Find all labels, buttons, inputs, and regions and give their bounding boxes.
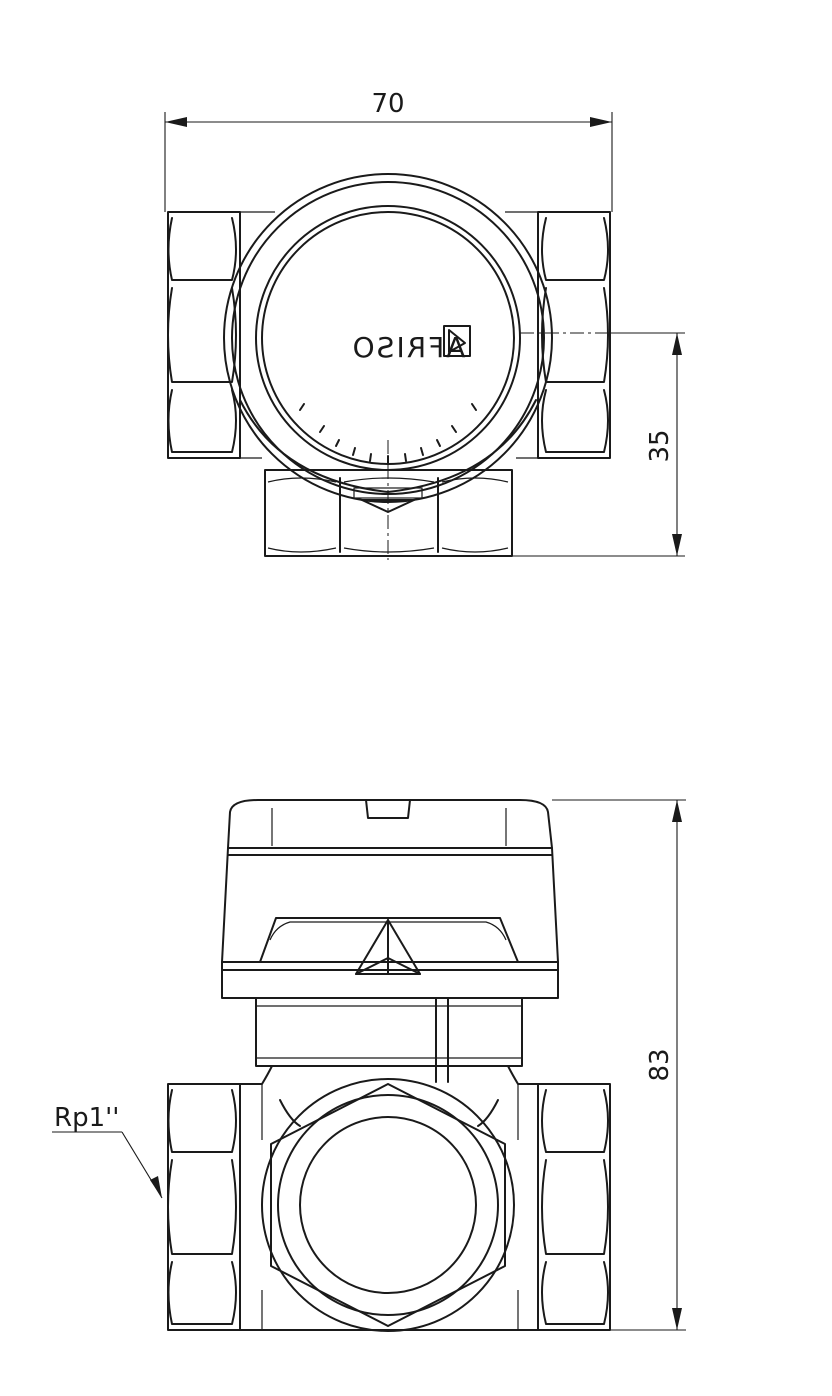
dimension-label-depth: 35	[645, 429, 675, 462]
dimension-height-83: 83	[552, 799, 686, 1331]
valve-body	[239, 1065, 539, 1331]
dimension-depth-35: 35	[512, 332, 685, 557]
right-port-front	[537, 1083, 611, 1331]
top-view: 70	[164, 89, 685, 560]
front-port-hex	[261, 1078, 515, 1332]
front-view: Rp1'' 83	[52, 799, 686, 1332]
thread-label: Rp1''	[54, 1103, 119, 1133]
left-port-hex	[167, 211, 275, 459]
brand-name: AFRISO	[351, 331, 466, 364]
dimension-label-height: 83	[645, 1048, 675, 1081]
brand-logo: AFRISO	[351, 325, 471, 364]
thread-callout: Rp1''	[52, 1103, 163, 1199]
actuator-cap	[221, 799, 559, 999]
dimension-width-70: 70	[164, 89, 613, 212]
dimension-label-width: 70	[371, 89, 404, 119]
valve-neck	[255, 997, 523, 1083]
left-port-front	[167, 1083, 241, 1331]
dial-scale	[299, 403, 477, 464]
afriso-logo-icon	[448, 329, 466, 353]
